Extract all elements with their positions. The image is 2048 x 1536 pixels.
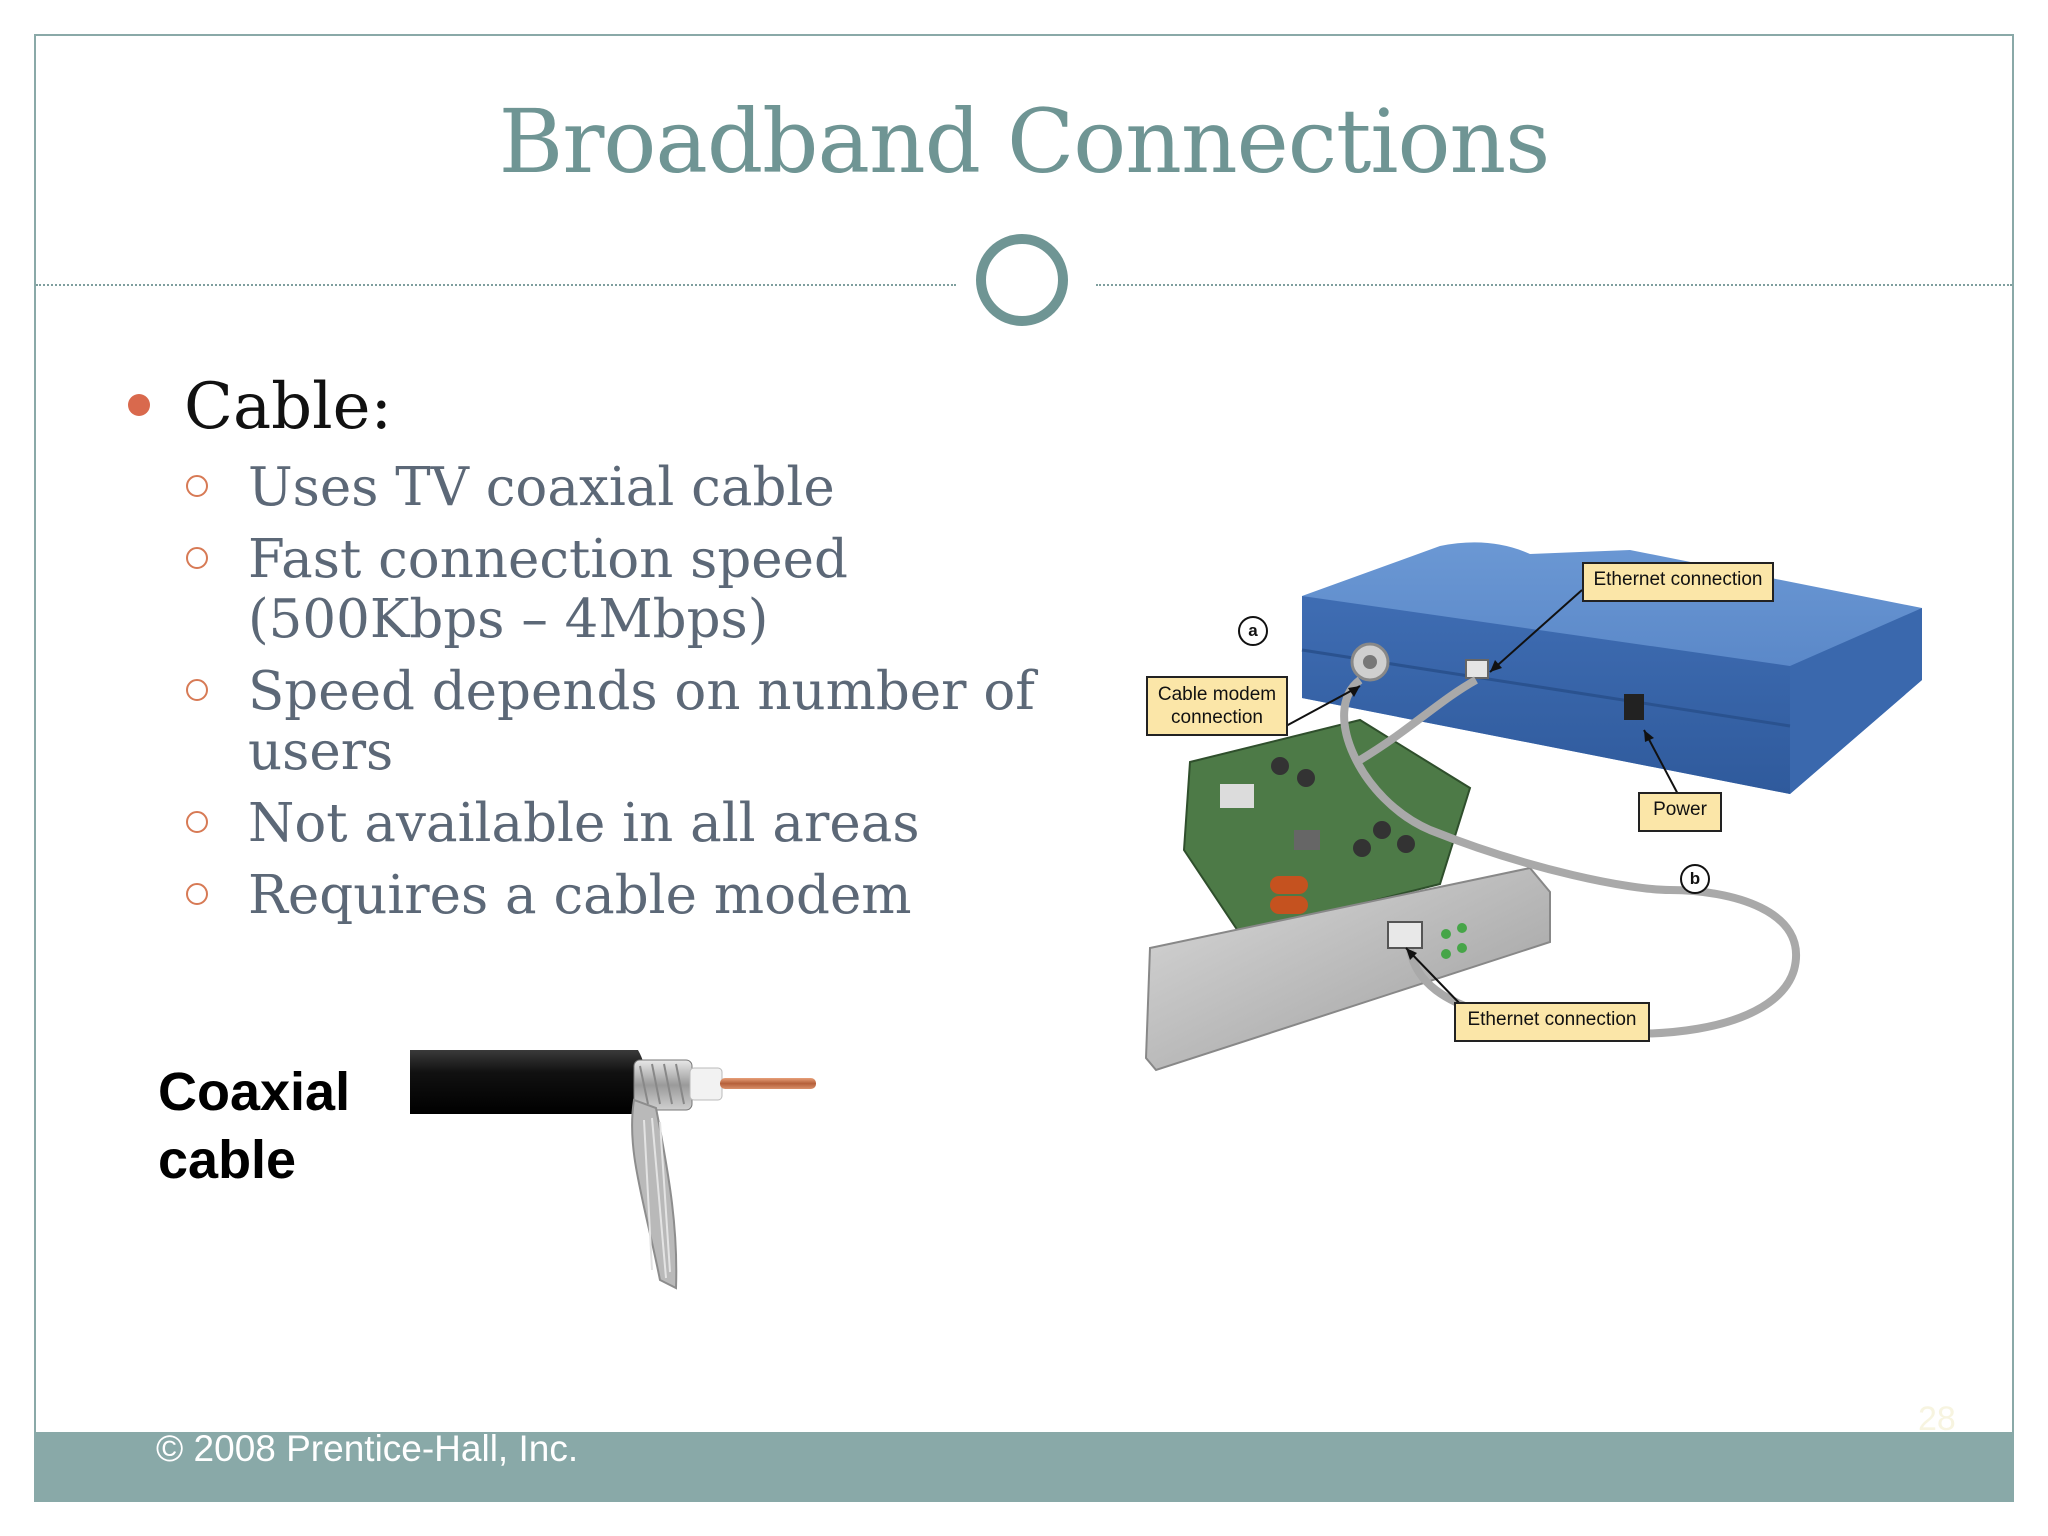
list-item-text: Not available in all areas: [248, 793, 920, 854]
footer-bar: [34, 1432, 2014, 1502]
divider-left: [36, 284, 956, 286]
callout-ethernet-connection-top: Ethernet connection: [1582, 562, 1774, 602]
ring-bullet-icon: [186, 811, 208, 833]
bullet-heading: Cable:: [184, 370, 392, 444]
coax-caption-line: cable: [158, 1130, 297, 1190]
page-number: 28: [1918, 1400, 1956, 1438]
slide-title: Broadband Connections: [498, 90, 1551, 193]
callout-cable-modem-connection: Cable modem connection: [1146, 676, 1288, 736]
coax-caption-line: Coaxial: [158, 1062, 351, 1122]
figure-badge-b: b: [1680, 864, 1710, 894]
ring-bullet-icon: [186, 475, 208, 497]
ring-bullet-icon: [186, 883, 208, 905]
figure-badge-a: a: [1238, 616, 1268, 646]
copyright-text: © 2008 Prentice-Hall, Inc.: [156, 1428, 579, 1469]
callout-power: Power: [1638, 792, 1722, 832]
coax-caption: Coaxial cable: [158, 1058, 350, 1194]
list-item-text: Requires a cable modem: [248, 865, 912, 926]
divider-ring-icon: [976, 234, 1068, 326]
divider-right: [1096, 284, 2012, 286]
list-item-text: Speed depends on number of: [248, 661, 1035, 722]
cable-modem-image: [1144, 542, 1922, 1072]
callout-line: Cable modem: [1157, 684, 1277, 705]
list-item-text: (500Kbps – 4Mbps): [248, 589, 769, 650]
list-item-text: Uses TV coaxial cable: [248, 457, 835, 518]
ring-bullet-icon: [186, 547, 208, 569]
bullet-dot-icon: [128, 394, 150, 416]
callout-ethernet-connection-bottom: Ethernet connection: [1454, 1002, 1650, 1042]
coaxial-cable-image: [410, 1050, 816, 1290]
ring-bullet-icon: [186, 679, 208, 701]
list-item-text: users: [248, 721, 394, 782]
list-item-text: Fast connection speed: [248, 529, 848, 590]
callout-line: connection: [1171, 707, 1263, 728]
